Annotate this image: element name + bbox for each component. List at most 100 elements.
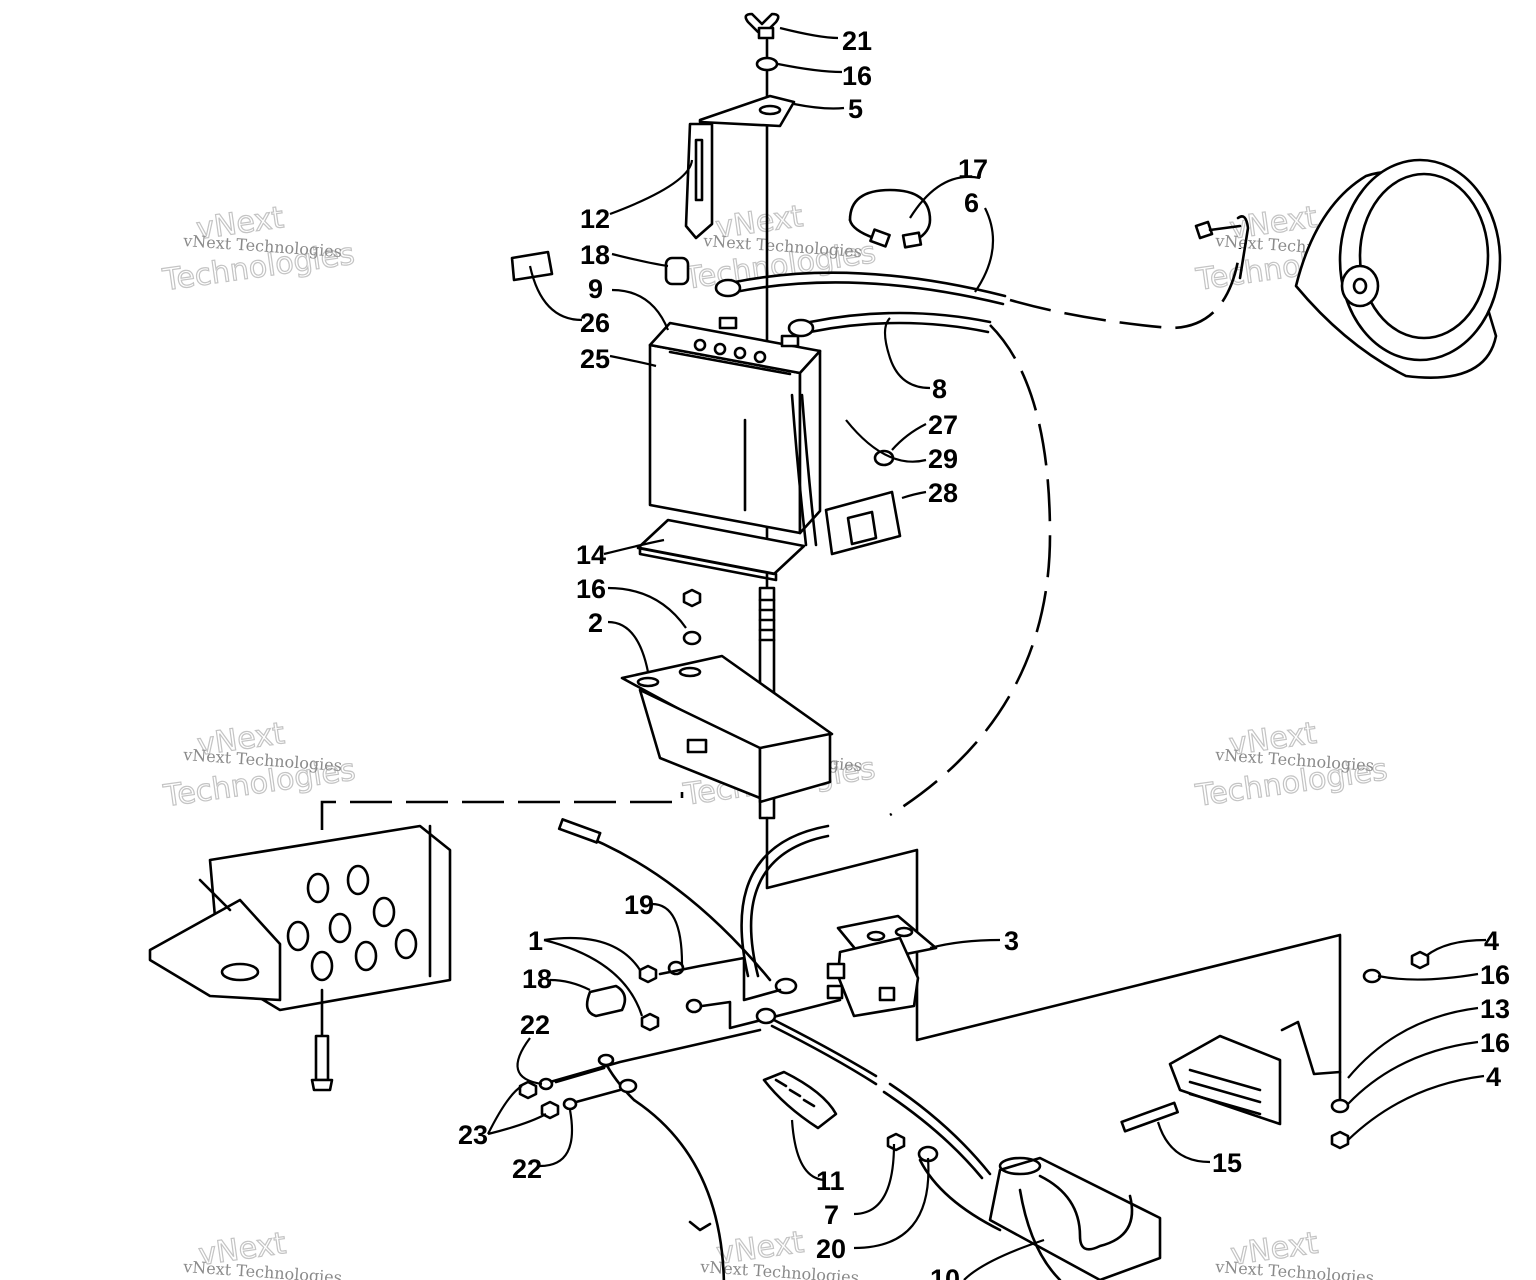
starter-motor	[988, 1156, 1162, 1280]
wire-axis-lower-1	[548, 1028, 762, 1084]
starter-assembly	[1294, 158, 1502, 379]
callout-16-right-lower: 16	[1480, 1028, 1510, 1058]
cable-8-terminal	[787, 318, 815, 338]
starter-strap-link	[1236, 215, 1250, 280]
callout-numbers: 21 16 5 17 6 12 18 9 26 25 8 27 29 28 14…	[458, 26, 1510, 1280]
nut-1a	[638, 964, 658, 984]
callout-2: 2	[588, 608, 603, 638]
solenoid-wire-path-2	[700, 998, 842, 1030]
callout-25: 25	[580, 344, 610, 374]
clamp-screw-right	[901, 231, 923, 249]
nut-23a	[518, 1080, 538, 1100]
nut-7	[886, 1132, 906, 1152]
main-cable-edge	[749, 834, 830, 978]
bolt-15	[1120, 1101, 1179, 1133]
cable-boot-ribs	[774, 1078, 816, 1108]
washer-16-right-lower	[1330, 1098, 1350, 1114]
cable-to-starter-motor-edge	[770, 1024, 984, 1180]
hose-clamp-inner	[848, 218, 876, 240]
terminal-cap-top	[664, 256, 690, 286]
hold-down-bracket	[698, 94, 796, 128]
callout-22-top: 22	[520, 1010, 550, 1040]
bracket-ribs	[1188, 1068, 1262, 1116]
vent-tube-29	[790, 393, 808, 547]
callout-16-top: 16	[842, 61, 872, 91]
callout-8: 8	[932, 374, 947, 404]
callout-11: 11	[816, 1166, 845, 1196]
ground-wire-boot	[557, 818, 602, 844]
protective-pad	[510, 250, 554, 282]
plate-bolt	[314, 1034, 330, 1082]
callout-16-mid: 16	[576, 574, 606, 604]
plate-route-line	[320, 792, 684, 830]
battery-tray	[620, 654, 834, 804]
callout-5: 5	[848, 94, 863, 124]
cable-route-to-starter	[1009, 247, 1242, 330]
washer-part	[755, 56, 779, 72]
terminal-boot-lower	[585, 984, 627, 1018]
warning-decal	[824, 490, 902, 556]
harness-wire	[602, 1058, 726, 1280]
callout-18-bottom: 18	[522, 964, 552, 994]
nut-4-bottom	[1330, 1130, 1350, 1150]
negative-cable-8	[808, 311, 992, 324]
bracket-slot	[758, 104, 782, 116]
bracket-13-arm	[1280, 1020, 1342, 1076]
callout-23: 23	[458, 1120, 488, 1150]
harness-end	[688, 1220, 712, 1232]
clamp-screw-left	[869, 228, 891, 248]
nut-4-top	[1410, 950, 1430, 970]
washer-22b	[562, 1097, 578, 1111]
callout-6: 6	[964, 188, 979, 218]
washer-19b	[685, 998, 703, 1014]
cable-6-terminal	[714, 278, 742, 298]
starter-cable-terminal	[755, 1007, 777, 1025]
callout-4-top: 4	[1484, 926, 1499, 956]
callout-15: 15	[1212, 1148, 1242, 1178]
callout-21: 21	[842, 26, 872, 56]
leader-lines	[487, 26, 1487, 1280]
starter-bolt-head	[1194, 220, 1214, 240]
battery-part	[648, 316, 822, 535]
nut-axis-1	[554, 1066, 606, 1084]
main-cable	[740, 824, 830, 978]
battery-washer	[682, 630, 702, 646]
callout-26: 26	[580, 308, 610, 338]
warning-decal-inner	[846, 510, 878, 546]
callout-16-right: 16	[1480, 960, 1510, 990]
battery-strap	[684, 122, 714, 240]
callout-13: 13	[1480, 994, 1510, 1024]
hose-clamp	[848, 188, 932, 242]
cable-to-starter-motor	[764, 1014, 992, 1176]
nut-axis-2	[574, 1088, 622, 1104]
callout-14: 14	[576, 540, 606, 570]
callout-19: 19	[624, 890, 654, 920]
callout-29: 29	[928, 444, 958, 474]
callout-17: 17	[958, 154, 988, 184]
callout-28: 28	[928, 478, 958, 508]
stud-thread-marks	[758, 598, 776, 642]
callout-12: 12	[580, 204, 610, 234]
cable-route-down	[889, 324, 1052, 817]
plate-bolt-head	[310, 1078, 334, 1092]
callout-22-bottom: 22	[512, 1154, 542, 1184]
negative-cable-8-edge	[808, 321, 990, 334]
callout-9: 9	[588, 274, 603, 304]
callout-1: 1	[528, 926, 543, 956]
positive-cable-6	[733, 271, 1007, 298]
battery-mat-edge	[638, 546, 778, 582]
cable-boot-11	[762, 1070, 838, 1130]
starter-solenoid	[826, 914, 938, 1018]
callout-27: 27	[928, 410, 958, 440]
starter-bolt	[1208, 224, 1242, 232]
washer-16-right	[1362, 968, 1382, 984]
callout-10: 10	[930, 1264, 960, 1280]
battery-nut	[682, 588, 702, 608]
harness-ring-2	[618, 1078, 638, 1094]
callout-20: 20	[816, 1234, 846, 1264]
callout-3: 3	[1004, 926, 1019, 956]
callout-7: 7	[824, 1200, 839, 1230]
wing-nut-part	[744, 12, 780, 40]
